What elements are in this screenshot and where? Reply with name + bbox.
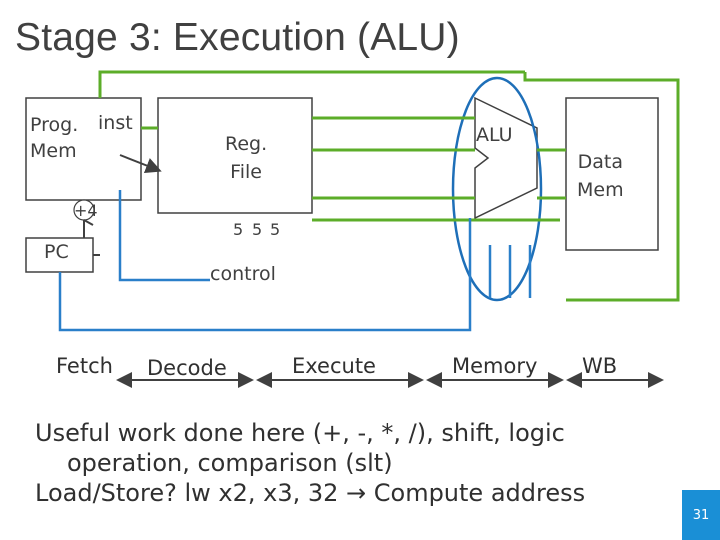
page-number-badge: 31 <box>682 490 720 540</box>
stage-execute: Execute <box>292 354 376 378</box>
alu-shape <box>474 96 538 220</box>
stage-decode: Decode <box>147 356 227 380</box>
pc-box <box>25 237 94 273</box>
reg-file-box <box>157 97 313 214</box>
body-line-2: operation, comparison (slt) <box>67 449 393 477</box>
inst-label: inst <box>98 112 133 134</box>
body-text: Useful work done here (+, -, *, /), shif… <box>35 418 585 508</box>
stage-wb: WB <box>582 354 618 378</box>
data-mem-label: Data Mem <box>577 151 624 201</box>
body-line-3: Load/Store? lw x2, x3, 32 → Compute addr… <box>35 479 586 507</box>
pc-label: PC <box>44 241 69 263</box>
plus4-label: +4 <box>74 201 98 220</box>
prog-mem-label: Prog. Mem <box>30 114 79 162</box>
blue-control-wires <box>58 190 532 332</box>
alu-highlight-ellipse <box>451 76 543 302</box>
alu-label: ALU <box>476 124 513 146</box>
reg-file-label: Reg. File <box>225 133 268 183</box>
data-mem-box <box>565 97 659 251</box>
body-line-1: Useful work done here (+, -, *, /), shif… <box>35 419 565 447</box>
reg-field-3: 5 <box>270 220 281 239</box>
dark-datapath-wires <box>83 154 162 256</box>
reg-field-2: 5 <box>252 220 263 239</box>
stage-fetch: Fetch <box>56 354 113 378</box>
reg-field-1: 5 <box>233 220 244 239</box>
slide-title: Stage 3: Execution (ALU) <box>15 16 460 59</box>
stage-memory: Memory <box>452 354 538 378</box>
control-label: control <box>210 263 276 285</box>
prog-mem-box <box>25 97 142 201</box>
green-datapath-wires <box>98 70 680 302</box>
